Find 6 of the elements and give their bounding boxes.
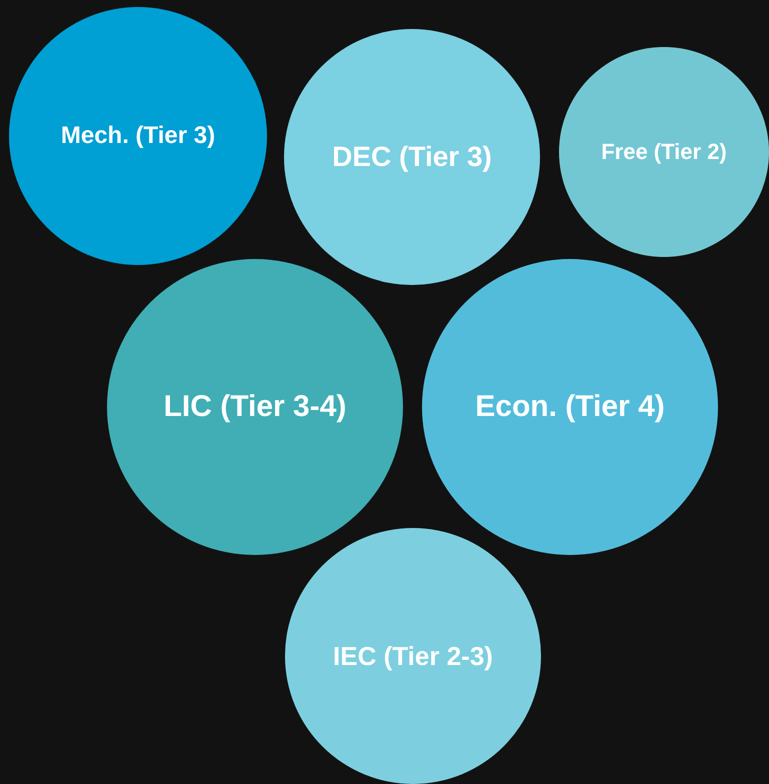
bubble-label: Free (Tier 2) <box>601 139 727 165</box>
bubble-label: Econ. (Tier 4) <box>475 390 665 424</box>
bubble-label: DEC (Tier 3) <box>332 141 492 173</box>
bubble-label: IEC (Tier 2-3) <box>333 640 493 672</box>
bubble-label: Mech. (Tier 3) <box>60 122 216 150</box>
bubble-label: LIC (Tier 3-4) <box>164 390 346 424</box>
